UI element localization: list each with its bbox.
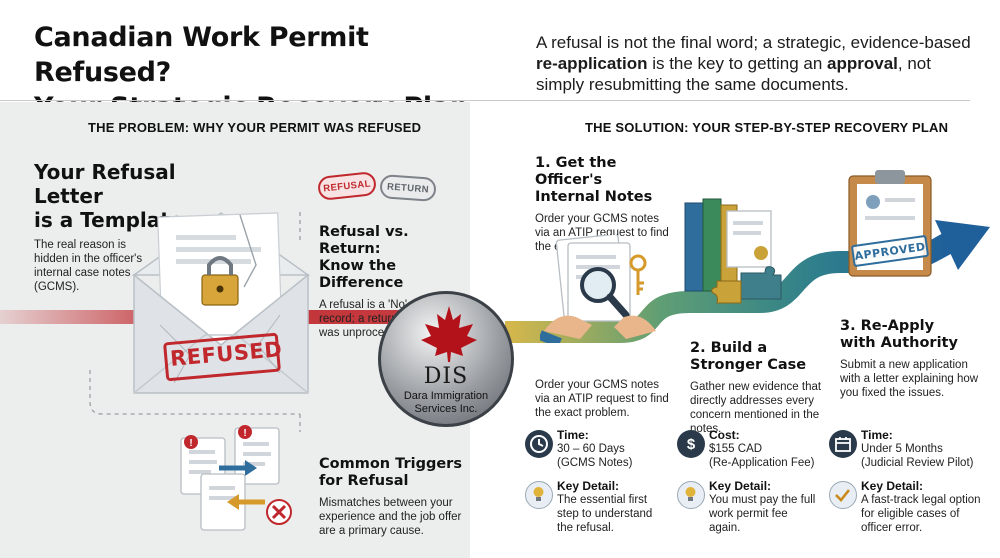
detail-3-bottom: Key Detail: A fast-track legal option fo… xyxy=(861,479,981,535)
header-divider xyxy=(0,100,970,101)
step1-heading-2: Internal Notes xyxy=(535,189,653,205)
detail-2-top: Cost: $155 CAD (Re-Application Fee) xyxy=(709,428,834,470)
refused-envelope-icon xyxy=(131,212,311,394)
logo-name-line-2: Services Inc. xyxy=(414,403,478,415)
logo-name-line-1: Dara Immigration xyxy=(403,390,489,402)
subtitle-text-2: is the key to getting an xyxy=(647,54,828,73)
return-stamp-text: RETURN xyxy=(386,181,430,195)
svg-text:$: $ xyxy=(687,436,696,453)
clock-icon xyxy=(525,430,553,458)
step3-body: Submit a new application with a letter e… xyxy=(840,359,979,399)
problem-section-title: THE PROBLEM: WHY YOUR PERMIT WAS REFUSED xyxy=(88,120,422,135)
step2-heading-1: 2. Build a xyxy=(690,340,768,356)
calendar-icon xyxy=(829,430,857,458)
detail-3-bottom-value: A fast-track legal option for eligible c… xyxy=(861,494,981,534)
dollar-icon: $ xyxy=(677,430,705,458)
detail-3-top: Time: Under 5 Months (Judicial Review Pi… xyxy=(861,428,991,470)
maple-leaf-icon xyxy=(421,306,477,362)
subtitle-bold-reapplication: re-application xyxy=(536,54,648,73)
template-body: The real reason is hidden in the officer… xyxy=(34,239,143,293)
detail-1-top-value-1: 30 – 60 Days xyxy=(557,443,625,455)
triggers-body: Mismatches between your experience and t… xyxy=(319,497,462,537)
step3-heading-2: with Authority xyxy=(840,335,958,351)
detail-2-bottom: Key Detail: You must pay the full work p… xyxy=(709,479,819,535)
detail-3-top-label: Time: xyxy=(861,428,893,442)
detail-1-top: Time: 30 – 60 Days (GCMS Notes) xyxy=(557,428,677,470)
detail-1-top-value-2: (GCMS Notes) xyxy=(557,457,633,469)
subtitle-text-3: , not simply resubmitting the same docum… xyxy=(536,54,931,94)
triggers-heading-2: for Refusal xyxy=(319,473,409,489)
magnifier-documents-icon xyxy=(540,235,656,343)
lightbulb-icon xyxy=(525,481,553,509)
lightbulb-icon xyxy=(677,481,705,509)
step2-body: Gather new evidence that directly addres… xyxy=(690,381,822,435)
step1-heading-1: 1. Get the Officer's xyxy=(535,155,617,188)
step3-heading-1: 3. Re-Apply xyxy=(840,318,935,334)
detail-2-bottom-label: Key Detail: xyxy=(709,479,772,493)
step2-heading-2: Stronger Case xyxy=(690,357,807,373)
svg-text:!: ! xyxy=(189,438,192,449)
dis-logo: DIS Dara Immigration Services Inc. xyxy=(378,291,514,427)
logo-company-name: Dara Immigration Services Inc. xyxy=(381,390,511,416)
step1-body-repeat: Order your GCMS notes via an ATIP reques… xyxy=(535,379,669,419)
detail-2-top-value-2: (Re-Application Fee) xyxy=(709,457,815,469)
detail-2-bottom-value: You must pay the full work permit fee ag… xyxy=(709,494,816,534)
refusal-stamp-text: REFUSAL xyxy=(322,178,372,194)
detail-3-top-value-2: (Judicial Review Pilot) xyxy=(861,457,974,469)
detail-3-top-value-1: Under 5 Months xyxy=(861,443,943,455)
detail-1-top-label: Time: xyxy=(557,428,589,442)
detail-1-bottom: Key Detail: The essential first step to … xyxy=(557,479,667,535)
detail-2-top-value-1: $155 CAD xyxy=(709,443,763,455)
growth-arrow-head xyxy=(935,220,990,270)
vs-heading-2: Know the Difference xyxy=(319,258,404,291)
subtitle-text-1: A refusal is not the final word; a strat… xyxy=(536,33,971,52)
step3-block: 3. Re-Apply with Authority Submit a new … xyxy=(840,318,990,400)
step2-block: 2. Build a Stronger Case Gather new evid… xyxy=(690,340,840,436)
title-line-1: Canadian Work Permit Refused? xyxy=(34,22,369,88)
svg-text:!: ! xyxy=(243,428,246,439)
vs-heading-1: Refusal vs. Return: xyxy=(319,224,409,257)
triggers-heading-1: Common Triggers xyxy=(319,456,462,472)
triggers-block: Common Triggers for Refusal Mismatches b… xyxy=(319,456,469,538)
page-subtitle: A refusal is not the final word; a strat… xyxy=(536,32,976,95)
mismatched-documents-icon: ! ! xyxy=(180,425,292,531)
detail-1-bottom-label: Key Detail: xyxy=(557,479,620,493)
solution-section-title: THE SOLUTION: YOUR STEP-BY-STEP RECOVERY… xyxy=(585,120,949,135)
detail-3-bottom-label: Key Detail: xyxy=(861,479,924,493)
template-heading-1: Your Refusal Letter xyxy=(34,160,176,208)
detail-1-bottom-value: The essential first step to understand t… xyxy=(557,494,653,534)
binders-puzzle-icon xyxy=(684,198,782,304)
detail-2-top-label: Cost: xyxy=(709,428,740,442)
checkmark-icon xyxy=(829,481,857,509)
subtitle-bold-approval: approval xyxy=(827,54,898,73)
logo-letters: DIS xyxy=(423,364,469,389)
return-stamp-badge: RETURN xyxy=(379,174,437,202)
dashed-connector-left xyxy=(89,370,300,415)
